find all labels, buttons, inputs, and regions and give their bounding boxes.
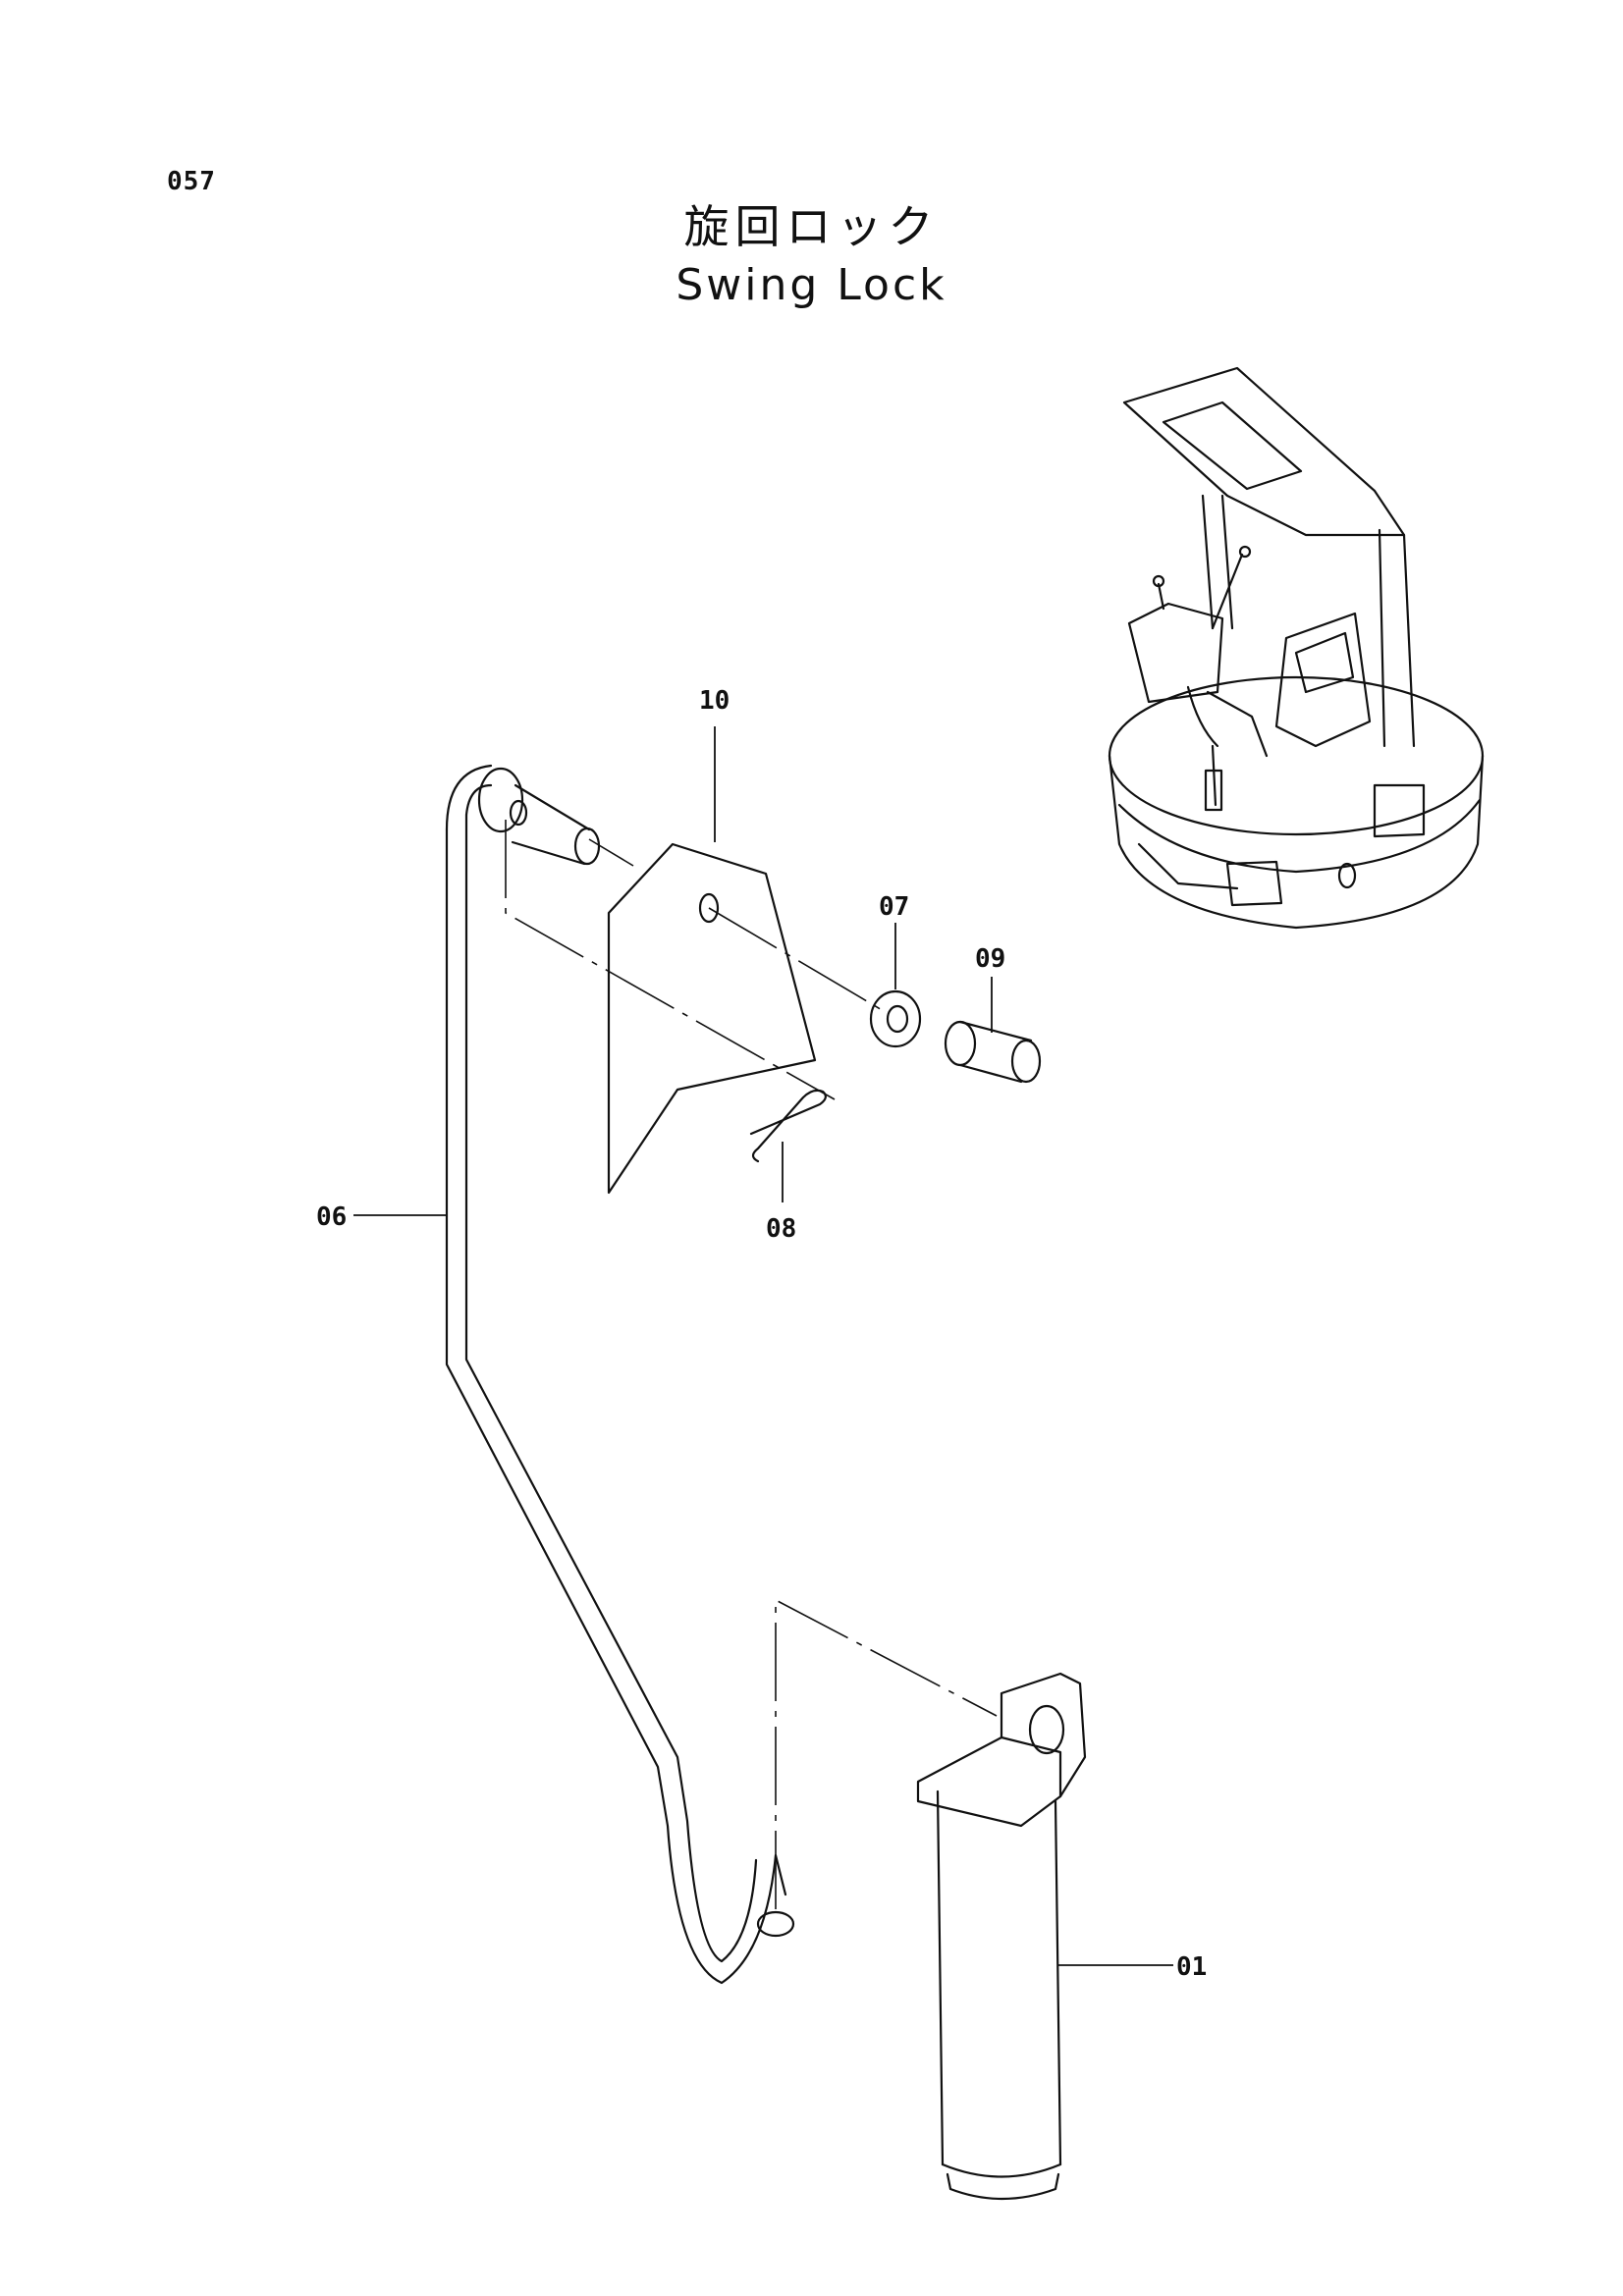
title-block: 旋回ロック Swing Lock (0, 191, 1623, 310)
page-number: 057 (167, 167, 216, 196)
part-08-cotter-pin (749, 1089, 827, 1163)
machine-overview (1108, 366, 1485, 930)
part-09-bushing (944, 1020, 1042, 1084)
callout-08: 08 (766, 1214, 796, 1244)
callout-07: 07 (879, 892, 909, 922)
callout-labels: 10 07 09 08 06 01 (316, 686, 1207, 1982)
callout-09: 09 (975, 944, 1005, 974)
part-01-lock-pin (916, 1672, 1087, 2201)
callout-10: 10 (699, 686, 730, 716)
part-10-bracket-plate (607, 842, 817, 1195)
leader-lines (353, 726, 1173, 1966)
part-06-lock-rod (445, 764, 795, 1985)
title-japanese: 旋回ロック (683, 200, 940, 253)
callout-01: 01 (1176, 1952, 1207, 1982)
title-english: Swing Lock (676, 260, 947, 310)
callout-06: 06 (316, 1202, 347, 1232)
assembly-lines (505, 820, 998, 1909)
part-07-washer (869, 989, 922, 1048)
